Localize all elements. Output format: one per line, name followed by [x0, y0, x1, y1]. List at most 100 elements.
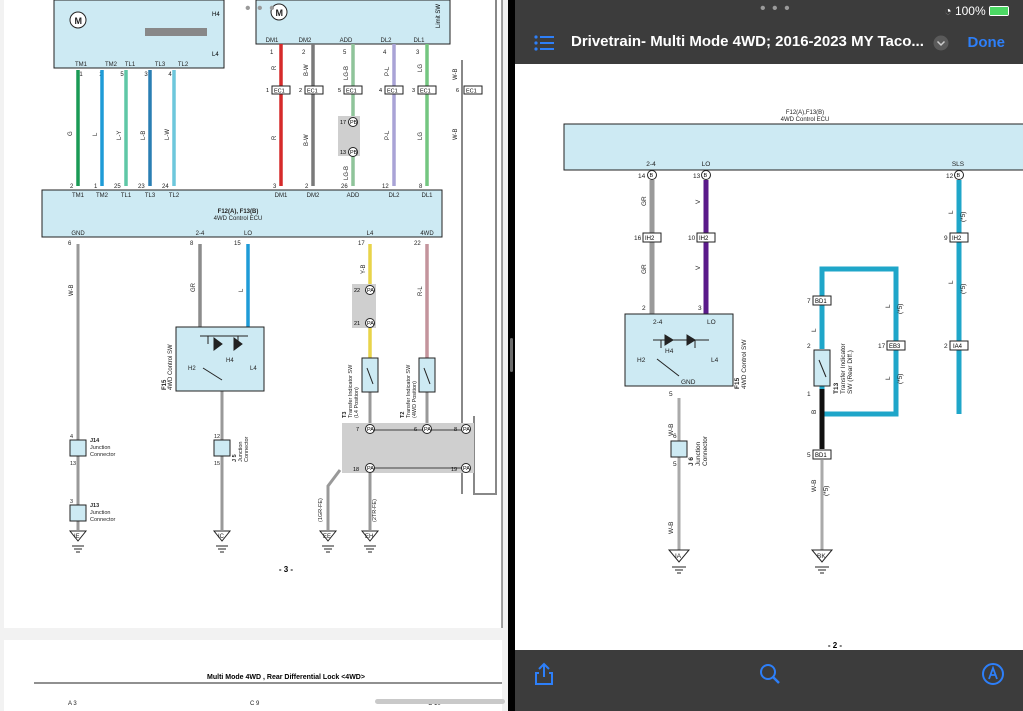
svg-text:L4: L4: [367, 231, 374, 237]
svg-text:PA: PA: [367, 427, 374, 433]
svg-text:26: 26: [341, 184, 348, 190]
chevron-down-icon[interactable]: [933, 35, 949, 51]
svg-text:3: 3: [70, 499, 73, 505]
svg-text:2-4: 2-4: [196, 231, 205, 237]
svg-text:PB: PB: [350, 120, 358, 126]
left-document-pane[interactable]: • • • M M H4 L4 Limit SW TM1 TM2 TL1 TL3…: [0, 0, 508, 711]
svg-text:B: B: [957, 173, 961, 179]
svg-text:PA: PA: [367, 321, 374, 327]
svg-text:12: 12: [214, 434, 220, 440]
svg-text:21: 21: [354, 321, 360, 327]
svg-text:IH2: IH2: [645, 236, 655, 242]
svg-text:(*5): (*5): [823, 486, 830, 496]
next-page-title: Multi Mode 4WD , Rear Differential Lock …: [207, 674, 365, 681]
svg-text:L-Y: L-Y: [117, 131, 123, 140]
svg-text:Junction: Junction: [90, 510, 111, 516]
svg-text:EC1: EC1: [346, 89, 357, 95]
svg-text:6: 6: [456, 88, 459, 94]
svg-text:Junction: Junction: [238, 442, 244, 463]
svg-text:DM2: DM2: [307, 193, 320, 199]
pin-label: DL1: [413, 38, 425, 44]
ec1-connector: [463, 85, 483, 95]
svg-text:G: G: [68, 131, 74, 136]
home-indicator[interactable]: [375, 699, 505, 704]
svg-text:Junction: Junction: [695, 441, 702, 466]
limit-sw-label: Limit SW: [436, 4, 442, 28]
svg-text:Y-B: Y-B: [361, 265, 367, 274]
svg-text:22: 22: [414, 241, 421, 247]
ecu-box: [563, 123, 1023, 171]
svg-text:DM1: DM1: [275, 193, 288, 199]
pin-label: DM1: [266, 38, 279, 44]
multitasking-dots[interactable]: • • •: [245, 0, 276, 17]
svg-text:W-B: W-B: [668, 423, 675, 436]
svg-text:Transfer Indicator SW: Transfer Indicator SW: [406, 364, 412, 418]
j14-connector: [69, 439, 87, 457]
svg-text:22: 22: [354, 288, 360, 294]
svg-text:L: L: [948, 280, 955, 284]
svg-text:B: B: [704, 173, 708, 179]
split-view-divider[interactable]: [508, 0, 515, 711]
motor-icon-2: [270, 3, 288, 21]
search-icon[interactable]: [758, 662, 782, 686]
svg-text:Connector: Connector: [702, 435, 709, 466]
svg-text:6: 6: [68, 241, 72, 247]
svg-text:P-L: P-L: [385, 130, 391, 140]
f15-ref: F15: [734, 377, 741, 389]
svg-text:PA: PA: [424, 427, 431, 433]
svg-text:(*5): (*5): [897, 374, 904, 384]
svg-text:5: 5: [338, 88, 341, 94]
svg-text:C 10: C 10: [428, 701, 441, 707]
svg-text:BD1: BD1: [815, 299, 827, 305]
pin-num: 1: [270, 50, 274, 56]
battery-percent: 100%: [954, 4, 986, 18]
ia4-connector: [949, 340, 969, 351]
svg-text:2: 2: [807, 343, 811, 350]
pin-label: DM2: [299, 38, 312, 44]
status-bar: ◔ 100%: [944, 4, 1009, 18]
svg-text:19: 19: [451, 467, 457, 473]
share-icon[interactable]: [533, 662, 555, 686]
svg-text:LO: LO: [707, 319, 716, 326]
svg-text:B: B: [650, 173, 654, 179]
wifi-icon: ◔: [944, 4, 952, 18]
svg-text:LG: LG: [418, 132, 424, 140]
j13-connector: [69, 504, 87, 522]
svg-text:14: 14: [638, 173, 646, 180]
ih2-connector: [696, 232, 716, 243]
eb3-connector: [886, 340, 906, 351]
pin-num: 5: [343, 50, 347, 56]
svg-text:EH: EH: [365, 534, 373, 540]
svg-text:H4: H4: [665, 348, 674, 355]
svg-text:TM2: TM2: [96, 193, 109, 199]
bottom-toolbar: [515, 650, 1023, 711]
done-button[interactable]: Done: [967, 34, 1006, 51]
f15-switch-box: [175, 326, 265, 392]
svg-text:W-B: W-B: [69, 284, 75, 296]
svg-text:24: 24: [162, 184, 169, 190]
svg-text:4WD: 4WD: [420, 231, 434, 237]
svg-text:DL2: DL2: [388, 193, 400, 199]
svg-text:L: L: [93, 132, 99, 136]
list-icon[interactable]: [534, 34, 558, 54]
bd1-connector: [812, 295, 832, 306]
ih2-connector: [949, 232, 969, 243]
svg-text:Connector: Connector: [90, 517, 116, 523]
svg-text:1: 1: [266, 88, 269, 94]
right-document-pane[interactable]: • • • ◔ 100% Drivetrain- Multi Mode 4WD;…: [515, 0, 1023, 711]
svg-text:8: 8: [419, 184, 423, 190]
svg-text:2: 2: [944, 343, 948, 350]
ground-icon: [360, 530, 380, 553]
svg-text:TL3: TL3: [145, 193, 156, 199]
svg-text:PA: PA: [463, 466, 470, 472]
markup-icon[interactable]: [981, 662, 1005, 686]
svg-text:BK: BK: [817, 553, 826, 560]
svg-text:LO: LO: [702, 161, 711, 168]
pin-label: TL3: [155, 62, 166, 68]
svg-text:(L4 Position): (L4 Position): [354, 387, 360, 418]
multitasking-dots[interactable]: • • •: [760, 0, 791, 17]
divider-handle[interactable]: [510, 338, 513, 372]
svg-text:GND: GND: [71, 231, 85, 237]
svg-text:ADD: ADD: [347, 193, 360, 199]
svg-text:A 3: A 3: [68, 701, 77, 707]
